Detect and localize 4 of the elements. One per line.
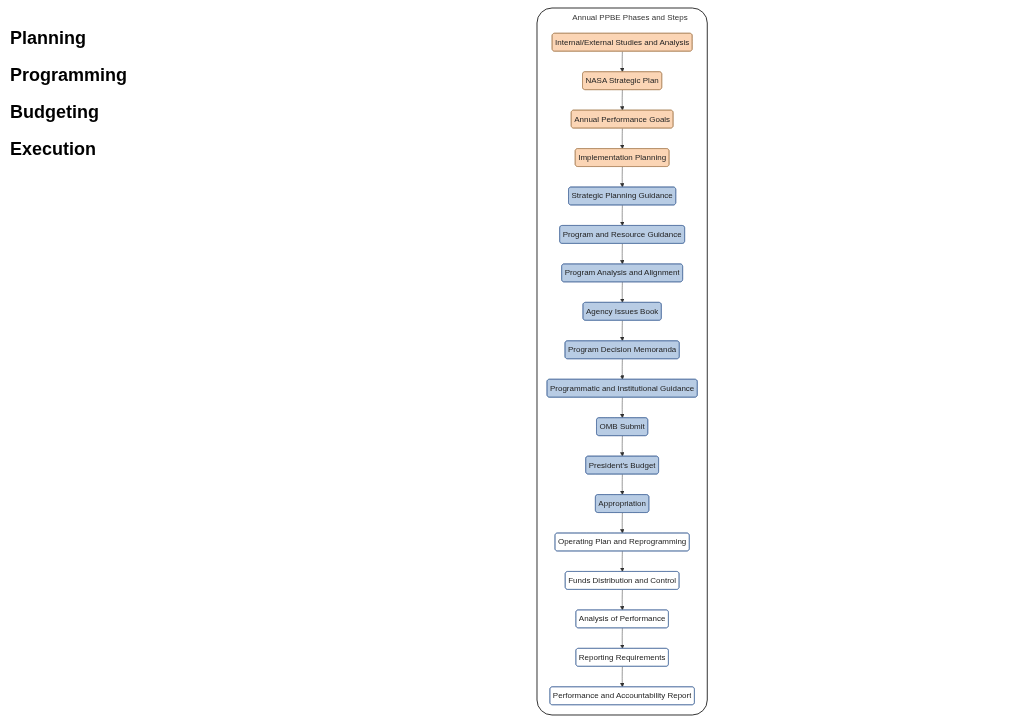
phase-heading: Execution — [10, 139, 97, 160]
phase-heading: Planning — [10, 28, 86, 49]
phase-heading: Budgeting — [10, 102, 99, 123]
phase-heading: Programming — [10, 65, 128, 86]
